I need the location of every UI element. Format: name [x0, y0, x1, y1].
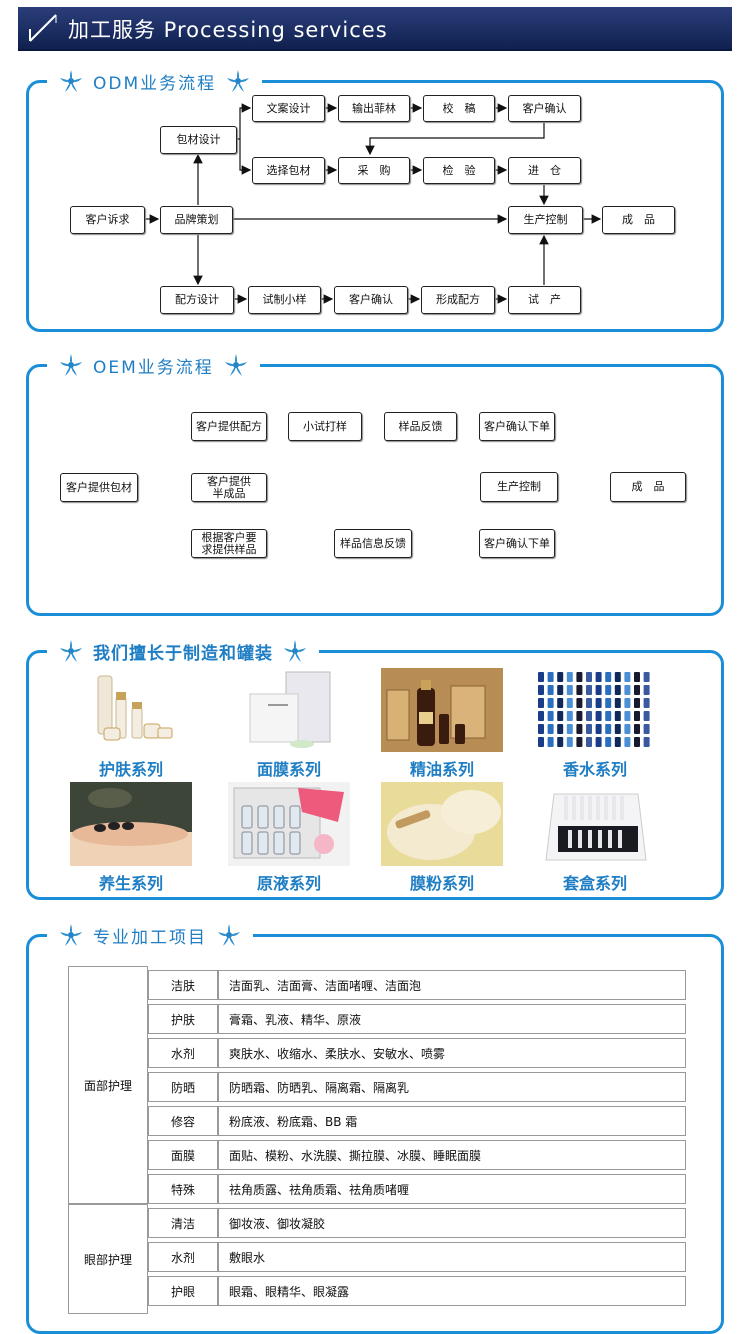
table-row-desc: 爽肤水、收缩水、柔肤水、安敏水、喷雾 — [218, 1038, 686, 1068]
odm-title: ODM业务流程 — [47, 68, 263, 94]
product-essential-oil[interactable]: 精油系列 — [381, 668, 503, 779]
odm-box-jincang: 进 仓 — [508, 157, 581, 184]
perfume-image — [534, 668, 656, 752]
table-row-name: 洁肤 — [148, 970, 218, 1000]
odm-box-baocai: 包材设计 — [160, 126, 237, 154]
table-row-desc: 御妆液、御妆凝胶 — [218, 1208, 686, 1238]
oem-box-xinxi: 样品信息反馈 — [334, 529, 412, 558]
product-caption: 膜粉系列 — [409, 874, 474, 893]
product-caption: 精油系列 — [409, 760, 474, 779]
oem-box-baocai: 客户提供包材 — [60, 473, 138, 502]
oem-box-chengpin: 成 品 — [610, 472, 686, 502]
skincare-image — [70, 668, 192, 752]
oem-panel: OEM业务流程 — [26, 352, 724, 616]
product-serum[interactable]: 原液系列 — [228, 782, 350, 893]
product-caption: 养生系列 — [98, 874, 163, 893]
gift-box-image — [534, 782, 656, 866]
odm-title-text: ODM业务流程 — [93, 73, 217, 94]
table-row-desc: 眼霜、眼精华、眼凝露 — [218, 1276, 686, 1306]
product-gift-box[interactable]: 套盒系列 — [534, 782, 656, 893]
diagonal-slash-icon — [29, 14, 57, 42]
flower-ornament-icon — [60, 924, 82, 946]
odm-box-peifang: 配方设计 — [160, 286, 234, 314]
product-mask[interactable]: 面膜系列 — [228, 668, 350, 779]
odm-box-shichan: 试 产 — [508, 286, 581, 314]
essential-oil-image — [381, 668, 503, 752]
odm-box-caigou: 采 购 — [338, 157, 410, 184]
flower-ornament-icon — [224, 354, 247, 376]
odm-box-jiaogao: 校 稿 — [423, 95, 495, 122]
oem-box-queren1: 客户确认下单 — [479, 412, 555, 441]
category-cell: 眼部护理 — [68, 1204, 148, 1314]
odm-box-pinpai: 品牌策划 — [160, 206, 233, 234]
category-cell: 面部护理 — [68, 966, 148, 1204]
oem-box-genju: 根据客户要 求提供样品 — [191, 529, 267, 558]
flower-ornament-icon — [60, 640, 82, 662]
product-caption: 香水系列 — [562, 760, 627, 779]
product-skincare[interactable]: 护肤系列 — [70, 668, 192, 779]
table-row-name: 面膜 — [148, 1140, 218, 1170]
oem-box-shengchan: 生产控制 — [480, 472, 558, 502]
odm-box-xuanze: 选择包材 — [252, 157, 325, 184]
table-row-desc: 膏霜、乳液、精华、原液 — [218, 1004, 686, 1034]
oem-title-text: OEM业务流程 — [93, 357, 214, 378]
table-row-name: 清洁 — [148, 1208, 218, 1238]
table-row-name: 防晒 — [148, 1072, 218, 1102]
flower-ornament-icon — [60, 70, 82, 92]
wellness-image — [70, 782, 192, 866]
table-row-name: 水剂 — [148, 1242, 218, 1272]
table-row-desc: 祛角质露、祛角质霜、祛角质啫喱 — [218, 1174, 686, 1204]
mask-powder-image — [381, 782, 503, 866]
flower-ornament-icon — [227, 70, 250, 92]
table-row-name: 护眼 — [148, 1276, 218, 1306]
oem-box-banchengpin: 客户提供 半成品 — [191, 473, 267, 502]
product-caption: 面膜系列 — [256, 760, 321, 779]
products-title: 我们擅长于制造和罐装 — [47, 638, 319, 664]
odm-box-queren2: 客户确认 — [334, 286, 408, 314]
odm-box-xingcheng: 形成配方 — [421, 286, 495, 314]
flower-ornament-icon — [218, 924, 240, 946]
odm-box-shengchan: 生产控制 — [508, 206, 583, 234]
odm-box-chengpin: 成 品 — [602, 206, 675, 234]
table-row-desc: 洁面乳、洁面膏、洁面啫喱、洁面泡 — [218, 970, 686, 1000]
serum-image — [228, 782, 350, 866]
header-banner: 加工服务 Processing services — [18, 7, 732, 51]
flower-ornament-icon — [60, 354, 82, 376]
mask-image — [228, 668, 350, 752]
odm-box-shizhi: 试制小样 — [248, 286, 321, 314]
table-row-desc: 粉底液、粉底霜、BB 霜 — [218, 1106, 686, 1136]
odm-box-queren1: 客户确认 — [508, 95, 581, 122]
odm-box-suqiu: 客户诉求 — [70, 206, 145, 234]
product-caption: 护肤系列 — [98, 760, 163, 779]
table-row-desc: 面贴、模粉、水洗膜、撕拉膜、冰膜、睡眠面膜 — [218, 1140, 686, 1170]
odm-box-feilin: 输出菲林 — [338, 95, 410, 122]
oem-box-queren2: 客户确认下单 — [479, 529, 555, 558]
table-row-desc: 敷眼水 — [218, 1242, 686, 1272]
products-title-text: 我们擅长于制造和罐装 — [93, 643, 273, 664]
table-row-name: 特殊 — [148, 1174, 218, 1204]
product-perfume[interactable]: 香水系列 — [534, 668, 656, 779]
product-caption: 套盒系列 — [562, 874, 627, 893]
odm-box-wenan: 文案设计 — [252, 95, 325, 122]
projects-title: 专业加工项目 — [47, 922, 253, 948]
table-row-name: 修容 — [148, 1106, 218, 1136]
oem-box-xiaoshi: 小试打样 — [288, 412, 362, 441]
product-mask-powder[interactable]: 膜粉系列 — [381, 782, 503, 893]
table-row-desc: 防晒霜、防晒乳、隔离霜、隔离乳 — [218, 1072, 686, 1102]
table-row-name: 水剂 — [148, 1038, 218, 1068]
product-caption: 原液系列 — [256, 874, 321, 893]
odm-box-jianyan: 检 验 — [423, 157, 495, 184]
oem-title: OEM业务流程 — [47, 352, 260, 378]
table-row-name: 护肤 — [148, 1004, 218, 1034]
oem-box-peifang: 客户提供配方 — [191, 412, 267, 441]
banner-title: 加工服务 Processing services — [68, 18, 388, 42]
product-wellness[interactable]: 养生系列 — [70, 782, 192, 893]
projects-title-text: 专业加工项目 — [93, 927, 207, 948]
oem-box-fankui: 样品反馈 — [384, 412, 457, 441]
flower-ornament-icon — [284, 640, 306, 662]
